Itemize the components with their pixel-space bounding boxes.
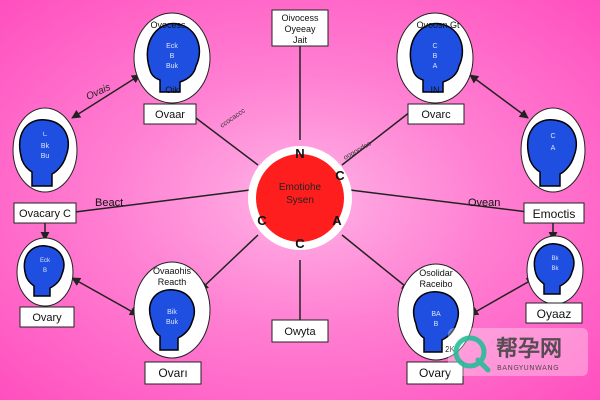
connector-tl [187,111,259,166]
watermark: 帮孕网 BANGYUNWANG [448,328,588,376]
left-mid-label: Beact [95,197,123,209]
svg-text:C: C [550,133,555,140]
side-node-left-top-label: Ovacary C [13,202,77,224]
svg-text:Oivocess: Oivocess [281,13,319,23]
svg-text:Ovocess: Ovocess [150,20,186,30]
svg-text:B: B [43,268,47,274]
svg-text:Osolidar: Osolidar [419,268,453,278]
svg-text:Ovacary C: Ovacary C [19,208,71,220]
svg-text:BA: BA [431,311,441,318]
side-node-left-bottom[interactable]: Eck B Ovary [16,237,75,328]
head-icon [18,119,69,187]
arrow-tl-side [71,74,141,119]
right-mid-label: Ovean [468,197,500,209]
head-icon [409,22,464,93]
svg-text:Emoctis: Emoctis [533,207,576,221]
node-bottom-right[interactable]: Osolidar Raceibo BA B 2K Ovary [397,263,475,385]
arrow-bl-side [71,277,139,316]
svg-text:2K: 2K [445,345,455,354]
top-center-label: Oivocess Oyeeay Jait [271,9,329,47]
bottom-center-label: Owyta [271,319,329,343]
svg-text:Oyaaz: Oyaaz [537,307,572,321]
side-node-left-top[interactable]: ㄴ Bk Bu Ovacary C [12,107,78,224]
svg-text:Jait: Jait [293,35,308,45]
edge-label-tl: ccocaccc [219,107,247,130]
edge-label-tr: oogoodco [343,140,373,161]
svg-text:Bik: Bik [167,309,177,316]
svg-text:Buk: Buk [166,63,179,70]
head-icon [533,243,575,295]
svg-text:Bk: Bk [551,266,559,272]
connector-br [341,234,411,291]
svg-text:Ovary: Ovary [32,312,62,324]
svg-text:Raceibo: Raceibo [419,279,452,289]
svg-text:ㄴ: ㄴ [42,131,48,138]
side-node-right-bottom-label: Oyaaz [525,302,583,324]
center-letter-top: N [295,146,304,161]
center-letter-left: C [257,213,267,228]
svg-text:C: C [432,43,437,50]
node-top-right-label: Ovarc [407,103,465,125]
svg-text:Buk: Buk [166,319,179,326]
head-icon [149,289,195,351]
head-icon [146,22,201,93]
svg-text:Ovary: Ovary [419,366,451,380]
svg-text:Ovoosn Gt: Ovoosn Gt [416,20,460,30]
svg-text:Ovaar: Ovaar [155,109,185,121]
connector-right [349,189,529,213]
arrow-left-label: Ovais [85,82,113,103]
connector-tr [341,111,411,166]
center-letter-right: C [335,168,345,183]
connector-left [74,189,251,213]
svg-text:Ovarı: Ovarı [158,366,187,380]
svg-text:Bk: Bk [551,256,559,262]
svg-text:Reacth: Reacth [158,277,187,287]
head-icon [526,119,577,187]
node-top-right[interactable]: Ovoosn Gt C B A IN Ovarc [396,12,474,125]
node-bottom-left[interactable]: Ovaaohis Reacth Bik Buk Ovarı [133,261,211,385]
svg-text:Oik: Oik [165,85,179,95]
svg-text:Owyta: Owyta [284,326,316,338]
side-node-right-top-label: Emoctis [523,202,585,224]
center-title-2: Sysen [286,195,314,206]
svg-text:A: A [433,63,438,70]
side-node-left-bottom-label: Ovary [19,306,75,328]
head-icon [23,245,65,297]
connector-bl [199,234,259,291]
node-top-left-label: Ovaar [143,103,197,125]
svg-text:B: B [434,321,439,328]
watermark-logo-icon [453,335,491,373]
center-letter-bottom: C [295,236,305,251]
watermark-title: 帮孕网 [496,336,562,362]
node-bottom-left-label: Ovarı [144,361,202,385]
arrow-tr-side [469,74,529,119]
svg-text:Oyeeay: Oyeeay [284,24,316,34]
head-icon [413,291,459,353]
svg-text:Bk: Bk [41,143,50,150]
center-letter-br: A [332,213,342,228]
svg-text:Eck: Eck [166,43,178,50]
svg-text:Ovaaohis: Ovaaohis [153,266,192,276]
svg-text:IN: IN [431,85,440,95]
svg-text:Ovarc: Ovarc [421,109,451,121]
node-bottom-right-label: Ovary [406,361,464,385]
side-node-right-bottom[interactable]: Bk Bk Oyaaz [525,235,584,324]
svg-text:Eck: Eck [40,258,51,264]
center-title-1: Emotiohe [279,182,322,193]
watermark-subtitle: BANGYUNWANG [497,364,559,372]
svg-text:A: A [551,145,556,152]
svg-text:Bu: Bu [41,153,50,160]
node-top-left[interactable]: Ovocess Eck B Buk Oik Ovaar [133,12,211,125]
arrow-br-side [469,277,536,316]
svg-text:B: B [433,53,438,60]
side-node-right-top[interactable]: C A Emoctis [520,107,586,224]
center-node[interactable]: Emotiohe Sysen N C C C A [248,146,352,251]
svg-text:B: B [170,53,175,60]
